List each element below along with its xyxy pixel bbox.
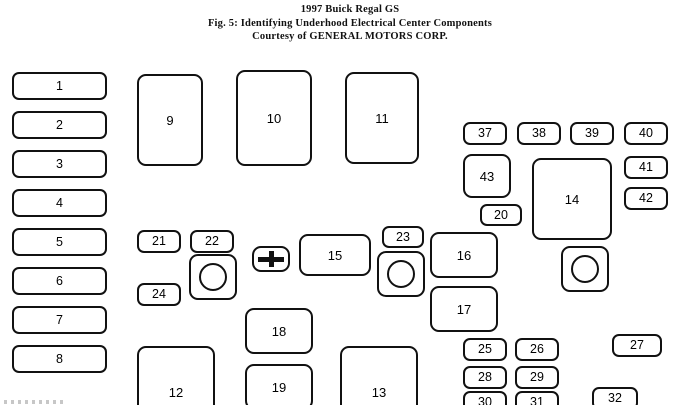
vehicle-title: 1997 Buick Regal GS (300, 4, 400, 15)
component-label: 23 (396, 229, 410, 244)
component-label: 14 (564, 191, 580, 207)
relay-circle-icon (199, 263, 227, 291)
component-label: 26 (530, 342, 544, 357)
component-38[interactable]: 38 (517, 122, 561, 145)
component-25[interactable]: 25 (463, 338, 507, 361)
component-label: 39 (585, 126, 599, 141)
relay-circle-icon (387, 260, 415, 288)
scan-artifact (4, 400, 64, 404)
component-label: 27 (630, 338, 644, 353)
component-43[interactable]: 43 (463, 154, 511, 198)
component-label: 21 (152, 234, 166, 249)
component-37[interactable]: 37 (463, 122, 507, 145)
component-label: 28 (478, 370, 492, 385)
connector-notch (258, 262, 264, 266)
component-label: 12 (168, 384, 184, 400)
figure-caption: Fig. 5: Identifying Underhood Electrical… (207, 17, 493, 29)
component-label: 40 (639, 126, 653, 141)
component-label: 5 (56, 234, 63, 249)
component-label: 10 (266, 110, 282, 126)
component-12[interactable]: 12 (137, 346, 215, 405)
relay-circle-icon (571, 255, 599, 283)
component-6[interactable]: 6 (12, 267, 107, 295)
component-24[interactable]: 24 (137, 283, 181, 306)
component-label: 37 (478, 126, 492, 141)
component-18[interactable]: 18 (245, 308, 313, 354)
component-10[interactable]: 10 (236, 70, 312, 166)
component-label: 31 (530, 395, 544, 405)
component-label: 19 (271, 379, 287, 395)
component-label: 42 (639, 191, 653, 206)
figure-header: 1997 Buick Regal GS Fig. 5: Identifying … (0, 0, 700, 46)
component-label: 18 (271, 323, 287, 339)
component-3[interactable]: 3 (12, 150, 107, 178)
component-label: 22 (205, 234, 219, 249)
component-11[interactable]: 11 (345, 72, 419, 164)
component-28[interactable]: 28 (463, 366, 507, 389)
component-31[interactable]: 31 (515, 391, 559, 405)
component-label: 15 (327, 247, 343, 263)
component-label: 4 (56, 195, 63, 210)
component-label: 6 (56, 273, 63, 288)
relay-right[interactable] (561, 246, 609, 292)
component-17[interactable]: 17 (430, 286, 498, 332)
component-19[interactable]: 19 (245, 364, 313, 405)
component-2[interactable]: 2 (12, 111, 107, 139)
component-20[interactable]: 20 (480, 204, 522, 226)
component-7[interactable]: 7 (12, 306, 107, 334)
component-label: 38 (532, 126, 546, 141)
component-14[interactable]: 14 (532, 158, 612, 240)
courtesy-line: Courtesy of GENERAL MOTORS CORP. (252, 31, 448, 42)
component-42[interactable]: 42 (624, 187, 668, 210)
component-label: 9 (166, 112, 174, 128)
component-13[interactable]: 13 (340, 346, 418, 405)
component-23[interactable]: 23 (382, 226, 424, 248)
component-27[interactable]: 27 (612, 334, 662, 357)
electrical-center-diagram: 1234567891011212224152316171218193313373… (0, 46, 700, 405)
component-label: 43 (479, 168, 495, 184)
component-label: 41 (639, 160, 653, 175)
component-label: 32 (608, 391, 622, 405)
h-connector-icon[interactable] (252, 246, 290, 272)
component-41[interactable]: 41 (624, 156, 668, 179)
component-40[interactable]: 40 (624, 122, 668, 145)
component-21[interactable]: 21 (137, 230, 181, 253)
component-label: 17 (456, 301, 472, 317)
component-label: 1 (56, 78, 63, 93)
component-5[interactable]: 5 (12, 228, 107, 256)
component-label: 20 (494, 207, 508, 222)
component-label: 25 (478, 342, 492, 357)
component-32[interactable]: 32 (592, 387, 638, 405)
component-29[interactable]: 29 (515, 366, 559, 389)
component-30[interactable]: 30 (463, 391, 507, 405)
connector-bar-v (268, 251, 274, 267)
component-8[interactable]: 8 (12, 345, 107, 373)
component-label: 3 (56, 156, 63, 171)
component-label: 24 (152, 287, 166, 302)
connector-notch (278, 252, 284, 256)
component-26[interactable]: 26 (515, 338, 559, 361)
component-22[interactable]: 22 (190, 230, 234, 253)
component-label: 8 (56, 351, 63, 366)
component-label: 29 (530, 370, 544, 385)
relay-center[interactable] (377, 251, 425, 297)
component-label: 2 (56, 117, 63, 132)
component-label: 30 (478, 395, 492, 405)
connector-notch (258, 252, 264, 256)
component-1[interactable]: 1 (12, 72, 107, 100)
component-label: 13 (371, 384, 387, 400)
component-4[interactable]: 4 (12, 189, 107, 217)
component-label: 16 (456, 247, 472, 263)
component-15[interactable]: 15 (299, 234, 371, 276)
component-16[interactable]: 16 (430, 232, 498, 278)
component-39[interactable]: 39 (570, 122, 614, 145)
component-label: 11 (375, 110, 389, 126)
component-9[interactable]: 9 (137, 74, 203, 166)
relay-left[interactable] (189, 254, 237, 300)
component-label: 7 (56, 312, 63, 327)
connector-notch (278, 262, 284, 266)
